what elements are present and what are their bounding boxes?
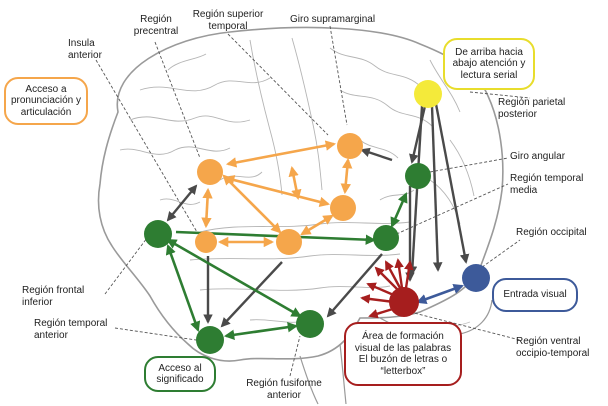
- label-giro-angular: Giro angular: [510, 151, 566, 162]
- node-superior-temporal: [330, 195, 356, 221]
- node-temporal-anterior: [196, 326, 224, 354]
- node-fusiforme-anterior: [296, 310, 324, 338]
- region-nodes: [144, 80, 490, 354]
- node-occipital: [462, 264, 490, 292]
- blue-arrow: [416, 283, 464, 305]
- node-ventral-occipito-temporal: [389, 287, 419, 317]
- gray-arrows: [166, 103, 470, 328]
- node-giro-angular: [405, 163, 431, 189]
- label-region-occipital: Región occipital: [516, 227, 587, 238]
- node-temporal-media: [373, 225, 399, 251]
- node-temporal-orange: [276, 229, 302, 255]
- leader-lines: [95, 25, 531, 377]
- node-parietal-posterior: [414, 80, 442, 108]
- node-frontal-inferior: [144, 220, 172, 248]
- label-giro-supramarginal: Giro supramarginal: [290, 14, 376, 25]
- node-insula-anterior: [195, 231, 217, 253]
- box-entrada-visual: Entrada visual: [492, 278, 578, 312]
- node-precentral: [197, 159, 223, 185]
- node-supramarginal: [337, 133, 363, 159]
- gyri-lines: [119, 37, 475, 323]
